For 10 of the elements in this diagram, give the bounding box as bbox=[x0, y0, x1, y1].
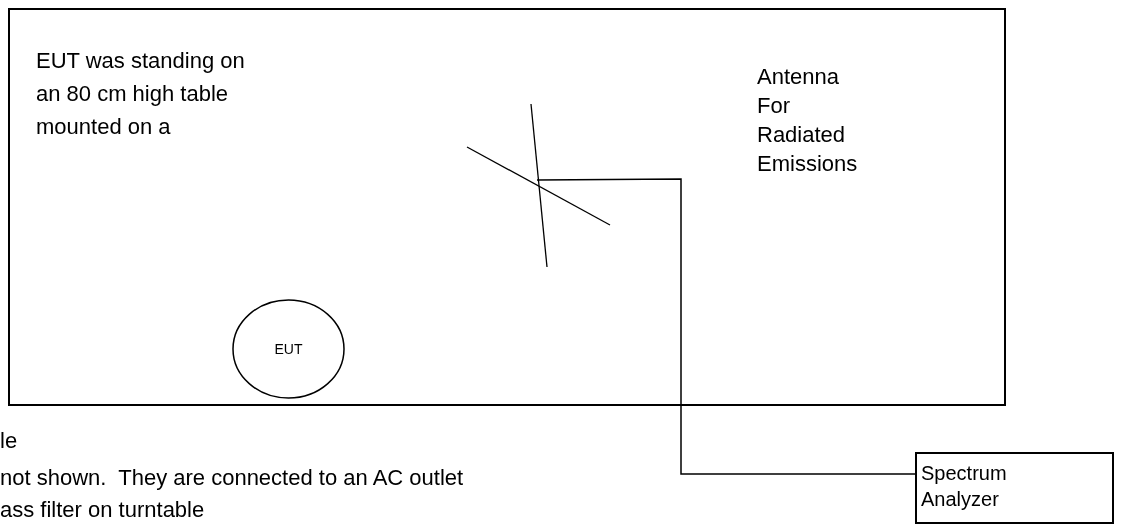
eut-label: EUT bbox=[273, 341, 304, 357]
note-text: le bbox=[0, 428, 18, 454]
spectrum-analyzer-box bbox=[915, 452, 1114, 524]
note-text: EUT was standing on an 80 cm high table mounted on a bbox=[36, 47, 246, 141]
note-text: not shown. They are connected to an AC outlet bbox=[0, 465, 464, 491]
cable-line bbox=[536, 178, 916, 475]
note-text: ass filter on turntable bbox=[0, 497, 205, 523]
note-text: Antenna For Radiated Emissions bbox=[757, 63, 859, 178]
room-outline bbox=[8, 8, 1006, 406]
box-label: Spectrum Analyzer bbox=[921, 461, 1008, 512]
